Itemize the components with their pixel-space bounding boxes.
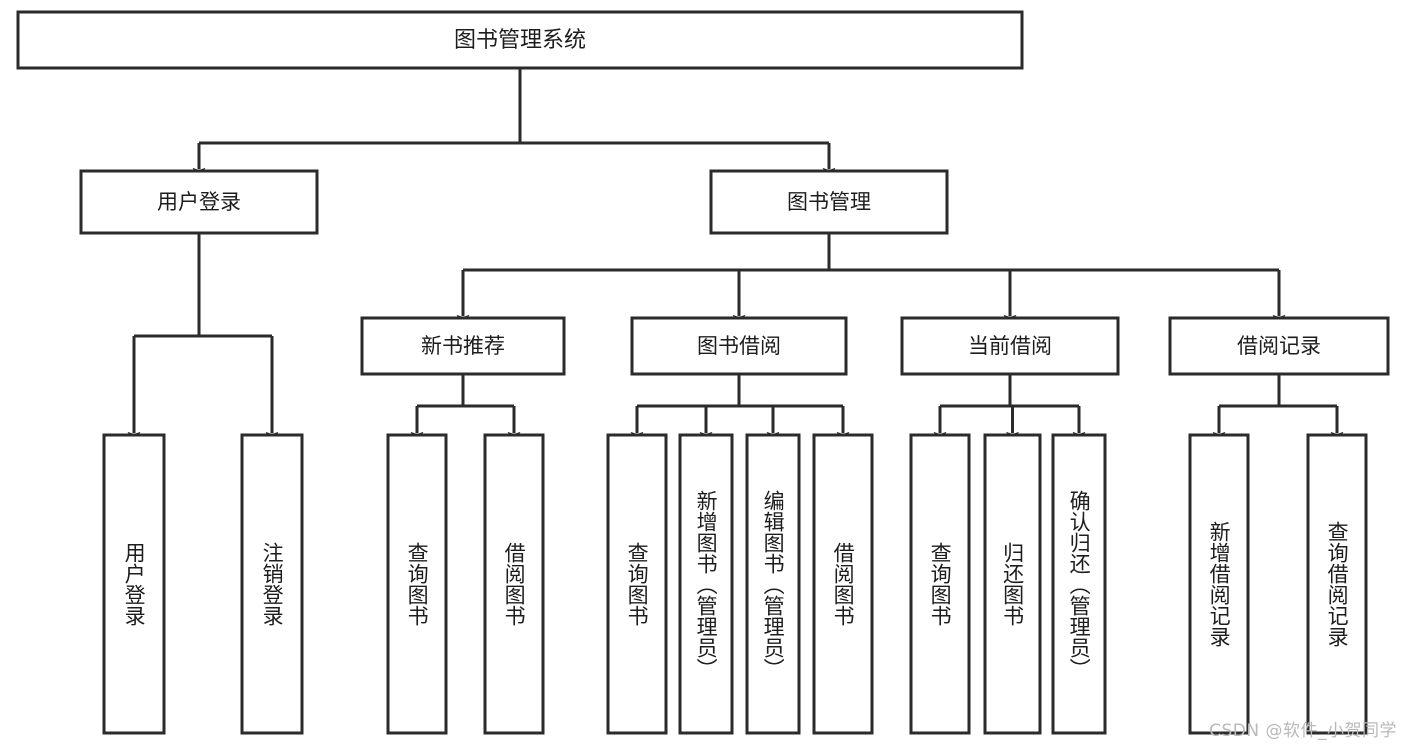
node-leaf-7[interactable] [812, 433, 874, 735]
node-level3-label-2: 当前借阅 [968, 334, 1052, 358]
node-level3-1[interactable] [630, 316, 848, 376]
node-leaf-10[interactable] [1051, 433, 1107, 735]
node-leaf-11[interactable] [1188, 433, 1250, 735]
node-level2-1[interactable] [709, 169, 949, 235]
node-root-label: 图书管理系统 [454, 28, 586, 53]
node-leaf-3[interactable] [483, 433, 545, 735]
node-box-layer [16, 10, 1390, 735]
node-level2-label-0: 用户登录 [157, 190, 241, 214]
node-leaf-9[interactable] [983, 433, 1042, 735]
node-leaf-1[interactable] [240, 433, 304, 735]
node-level2-label-1: 图书管理 [787, 190, 871, 214]
node-level3-2[interactable] [900, 316, 1120, 376]
connector-layer [127, 68, 1344, 443]
node-leaf-6[interactable] [745, 433, 801, 735]
node-level3-label-3: 借阅记录 [1237, 334, 1321, 358]
node-leaf-4[interactable] [606, 433, 668, 735]
node-level3-label-1: 图书借阅 [697, 334, 781, 358]
node-root[interactable] [16, 10, 1024, 70]
node-level3-label-0: 新书推荐 [421, 334, 505, 358]
node-level3-0[interactable] [360, 316, 566, 376]
watermark: CSDN @软件_小贺同学 [1209, 721, 1397, 741]
node-level2-0[interactable] [79, 169, 319, 235]
node-leaf-2[interactable] [386, 433, 448, 735]
node-leaf-0[interactable] [102, 433, 166, 735]
node-leaf-12[interactable] [1306, 433, 1368, 735]
node-leaf-8[interactable] [909, 433, 971, 735]
node-leaf-5[interactable] [678, 433, 734, 735]
node-level3-3[interactable] [1168, 316, 1390, 376]
